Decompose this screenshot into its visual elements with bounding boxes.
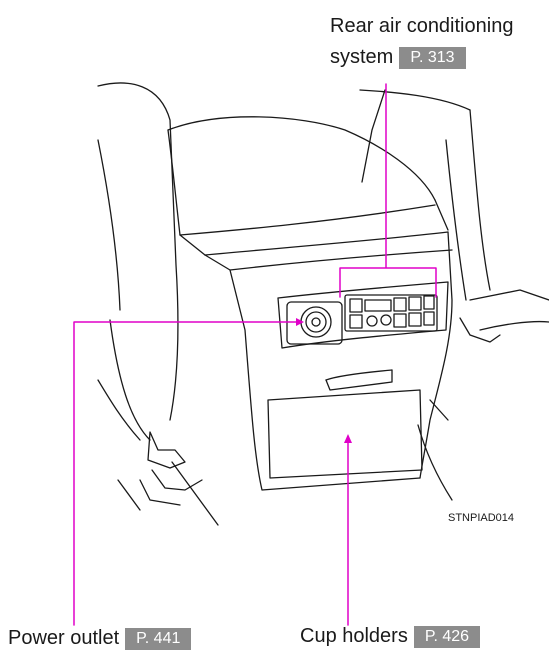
figure-code: STNPIAD014 <box>448 512 515 524</box>
rear-ac-label-line1: Rear air conditioning <box>330 15 514 37</box>
leader-line-rear-ac <box>339 83 437 298</box>
cup-holder-drawer <box>267 369 423 479</box>
console-body <box>204 231 453 491</box>
leader-arrowheads <box>296 318 352 443</box>
leader-lines <box>73 83 437 626</box>
cup-holders-page-ref[interactable]: P. 426 <box>413 626 481 648</box>
rear-ac-page-ref[interactable]: P. 313 <box>399 47 466 69</box>
leader-line-power-outlet <box>73 321 303 626</box>
arrowhead-power-outlet <box>296 318 304 326</box>
seat-brackets <box>139 317 501 506</box>
rear-ac-label-text: system <box>330 46 394 68</box>
left-seat-outline <box>97 82 179 441</box>
console-top <box>167 116 449 256</box>
control-panel <box>277 281 449 349</box>
power-outlet-label-text: Power outlet <box>8 627 120 649</box>
right-seat-outline <box>359 89 549 331</box>
floor-lines <box>117 399 453 526</box>
cup-holders-label-text: Cup holders <box>300 625 408 647</box>
arrowhead-cup-holders <box>344 434 352 443</box>
power-outlet-page-ref[interactable]: P. 441 <box>125 628 192 650</box>
